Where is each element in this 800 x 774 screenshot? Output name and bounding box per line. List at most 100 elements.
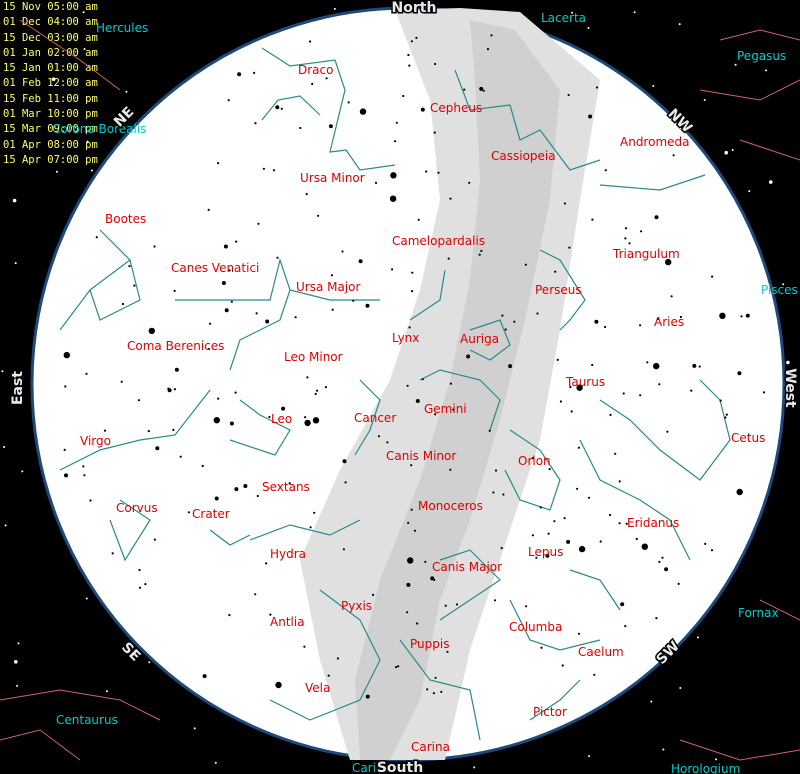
constellation-label: Leo Minor	[284, 350, 343, 364]
star	[137, 399, 140, 402]
star	[402, 94, 405, 98]
star	[128, 265, 131, 268]
star	[3, 446, 6, 448]
constellation-line	[269, 589, 381, 721]
star	[237, 72, 242, 77]
star	[230, 300, 233, 303]
star	[524, 263, 527, 266]
star	[640, 230, 643, 233]
direction-north: North	[392, 0, 437, 16]
star	[221, 281, 226, 285]
star	[569, 385, 572, 389]
star	[731, 149, 734, 151]
star	[455, 603, 459, 606]
star	[433, 578, 436, 582]
star	[703, 99, 706, 101]
star	[213, 417, 220, 424]
star	[410, 464, 413, 467]
star	[656, 317, 660, 321]
star	[563, 517, 566, 520]
star	[64, 473, 68, 478]
star	[138, 586, 142, 589]
star	[587, 27, 590, 29]
star	[745, 313, 750, 318]
star	[466, 354, 471, 359]
star	[235, 240, 238, 243]
constellation-label: Puppis	[410, 637, 449, 651]
star	[268, 415, 271, 419]
star	[654, 215, 659, 220]
star	[341, 250, 344, 253]
star	[494, 469, 498, 472]
constellation-label: Caelum	[578, 645, 624, 659]
star	[155, 446, 160, 451]
star	[389, 195, 397, 202]
constellation-label: Gemini	[424, 402, 467, 416]
outside-constellation-label: Horologium	[671, 762, 740, 774]
star	[299, 126, 302, 130]
star	[710, 549, 714, 552]
star	[426, 688, 429, 691]
constellation-line	[504, 429, 561, 511]
star	[172, 428, 175, 431]
star	[415, 36, 418, 40]
star	[679, 687, 682, 689]
star	[646, 361, 649, 364]
outside-constellation-line	[739, 139, 800, 161]
star	[257, 222, 260, 225]
star	[690, 389, 693, 392]
star	[313, 511, 316, 514]
star	[358, 259, 363, 264]
constellation-line	[59, 289, 91, 331]
star	[547, 532, 550, 535]
outside-constellation-label: Pegasus	[737, 49, 786, 63]
date-entry: 01 Mar 10:00 pm	[3, 108, 98, 121]
star	[224, 308, 229, 313]
star	[473, 766, 476, 769]
constellation-label: Cancer	[354, 411, 396, 425]
star	[604, 325, 607, 329]
star	[342, 459, 347, 464]
constellation-label: Taurus	[565, 375, 605, 389]
outside-constellation-line	[759, 599, 800, 621]
star	[55, 170, 58, 173]
star	[618, 480, 621, 483]
constellation-label: Monoceros	[418, 499, 483, 513]
star	[303, 645, 306, 648]
star	[677, 582, 680, 586]
star	[433, 131, 436, 134]
constellation-lines	[59, 47, 731, 741]
star	[748, 190, 751, 193]
constellation-label: Crater	[192, 507, 230, 521]
star	[577, 446, 581, 449]
star	[548, 468, 551, 471]
star	[51, 77, 56, 81]
star	[280, 107, 283, 110]
star	[167, 387, 170, 390]
constellation-line	[579, 439, 691, 561]
constellation-label: Lynx	[392, 331, 419, 345]
star	[153, 538, 156, 541]
star	[587, 496, 591, 499]
star	[624, 237, 627, 240]
star	[563, 202, 567, 205]
star	[539, 506, 542, 509]
star	[272, 169, 276, 172]
star	[599, 540, 602, 543]
star	[82, 465, 85, 468]
star	[17, 642, 20, 645]
star	[90, 169, 93, 172]
star	[782, 283, 785, 286]
star	[83, 48, 86, 50]
star	[12, 198, 17, 203]
constellation-line	[409, 269, 446, 321]
constellation-line	[89, 229, 141, 321]
star	[620, 602, 625, 607]
constellation-label: Coma Berenices	[127, 339, 224, 353]
star	[314, 392, 317, 395]
star	[679, 315, 683, 319]
star	[333, 7, 336, 10]
star	[234, 487, 239, 492]
star	[591, 218, 594, 221]
star	[406, 611, 409, 614]
